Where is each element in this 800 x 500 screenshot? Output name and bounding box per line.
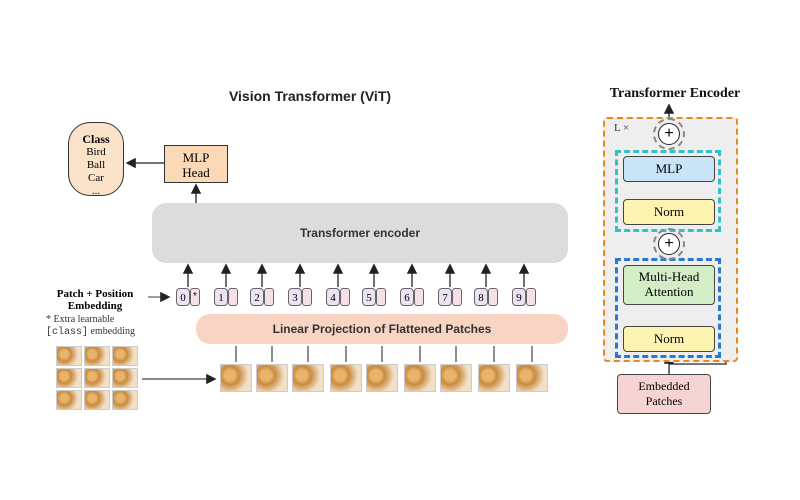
mlp-head-line2: Head: [182, 165, 210, 180]
patch-embedding: [488, 288, 498, 306]
image-patch: [84, 368, 110, 388]
encoder-norm-top: Norm: [623, 199, 715, 225]
extra-note-line1: * Extra learnable: [46, 314, 115, 325]
flattened-patch: [440, 364, 472, 392]
position-index: 0: [176, 288, 190, 306]
token-3: 3: [288, 287, 312, 307]
encoder-attention-block: Multi-Head Attention: [623, 265, 715, 305]
image-patch: [84, 390, 110, 410]
position-index: 6: [400, 288, 414, 306]
extra-learnable-note: * Extra learnable [class] embedding: [46, 314, 176, 339]
position-index: 8: [474, 288, 488, 306]
token-8: 8: [474, 287, 498, 307]
position-index: 1: [214, 288, 228, 306]
position-index: 3: [288, 288, 302, 306]
patch-embedding: [302, 288, 312, 306]
repeat-label: L ×: [614, 122, 630, 134]
patch-embedding: [526, 288, 536, 306]
image-patch: [56, 390, 82, 410]
token-9: 9: [512, 287, 536, 307]
token-0: 0*: [176, 287, 200, 307]
add-icon: +: [658, 233, 680, 255]
image-patch: [112, 346, 138, 366]
patch-embedding: [452, 288, 462, 306]
linear-projection-box: Linear Projection of Flattened Patches: [196, 314, 568, 344]
flattened-patch: [292, 364, 324, 392]
mlp-head-line1: MLP: [182, 150, 210, 165]
image-patch: [56, 346, 82, 366]
patch-embedding: [264, 288, 274, 306]
class-code-token: [class]: [46, 327, 89, 338]
position-index: 9: [512, 288, 526, 306]
encoder-mlp-block: MLP: [623, 156, 715, 182]
token-2: 2: [250, 287, 274, 307]
class-output-box: Class Bird Ball Car ...: [68, 122, 124, 197]
encoder-title: Transformer Encoder: [609, 86, 741, 101]
token-6: 6: [400, 287, 424, 307]
mha-line1: Multi-Head: [638, 269, 700, 284]
token-arrows: [182, 263, 530, 287]
position-index: 7: [438, 288, 452, 306]
token-5: 5: [362, 287, 386, 307]
patch-embedding: [414, 288, 424, 306]
patch-embedding: [376, 288, 386, 306]
class-item: Ball: [86, 159, 106, 171]
extra-note-line2: [class] embedding: [46, 326, 176, 339]
residual-ring: [653, 228, 685, 260]
patch-embedding: [340, 288, 350, 306]
embedded-patches-box: Embedded Patches: [617, 374, 711, 414]
residual-ring: [653, 118, 685, 150]
image-patch: [112, 390, 138, 410]
flattened-patch: [256, 364, 288, 392]
encoder-norm-bottom: Norm: [623, 326, 715, 352]
image-patch: [84, 346, 110, 366]
token-1: 1: [214, 287, 238, 307]
token-4: 4: [326, 287, 350, 307]
mha-line2: Attention: [644, 284, 694, 299]
patch-position-label: Patch + Position Embedding: [40, 288, 150, 312]
patch-embedding: [228, 288, 238, 306]
add-icon: +: [658, 123, 680, 145]
flattened-patch: [366, 364, 398, 392]
flattened-patch: [516, 364, 548, 392]
mlp-head-box: MLP Head: [164, 145, 228, 183]
patch-lines: [235, 346, 533, 362]
position-index: 5: [362, 288, 376, 306]
flattened-patch: [404, 364, 436, 392]
class-item: Car: [88, 172, 104, 184]
vit-title: Vision Transformer (ViT): [228, 88, 392, 104]
extra-note-rest: embedding: [88, 326, 135, 337]
flattened-patch: [478, 364, 510, 392]
embedded-line1: Embedded: [638, 379, 690, 393]
class-header: Class: [82, 132, 110, 146]
position-index: 4: [326, 288, 340, 306]
class-item: Bird: [86, 146, 106, 158]
image-patch: [112, 368, 138, 388]
token-7: 7: [438, 287, 462, 307]
transformer-encoder-box: Transformer encoder: [152, 203, 568, 263]
image-patch: [56, 368, 82, 388]
class-token-embedding: *: [190, 288, 200, 306]
patch-position-line1: Patch + Position: [56, 288, 134, 300]
position-index: 2: [250, 288, 264, 306]
class-item: ...: [91, 185, 101, 197]
embedded-line2: Patches: [645, 394, 683, 408]
flattened-patch: [220, 364, 252, 392]
patch-position-line2: Embedding: [67, 300, 123, 312]
flattened-patch: [330, 364, 362, 392]
